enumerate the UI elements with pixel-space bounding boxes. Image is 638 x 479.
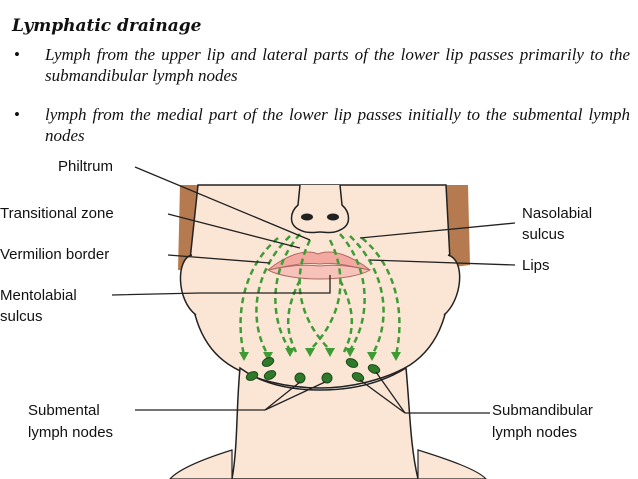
- label-vermilion-border: Vermilion border: [0, 246, 109, 263]
- submandibular-node-right-1: [345, 358, 359, 368]
- submandibular-node-left-1: [245, 371, 259, 381]
- nose: [290, 184, 350, 234]
- right-ear: [443, 254, 461, 316]
- right-nostril: [327, 213, 339, 221]
- bullet-1: • Lymph from the upper lip and lateral p…: [12, 44, 630, 86]
- bullet-1-text: Lymph from the upper lip and lateral par…: [45, 45, 630, 85]
- label-submandibular-line1: Submandibular: [492, 402, 593, 419]
- submental-node-1: [294, 372, 306, 384]
- lymph-drainage-arrows: [239, 233, 401, 356]
- label-transitional-zone: Transitional zone: [0, 205, 114, 222]
- bullet-dot-icon: •: [14, 45, 20, 64]
- label-submental-line2: lymph nodes: [28, 424, 113, 441]
- submandibular-node-left-3: [263, 370, 277, 380]
- lymph-nodes: [245, 357, 381, 384]
- shoulder-left: [169, 449, 233, 479]
- label-nasolabial-line1: Nasolabial: [522, 205, 592, 222]
- submental-node-2: [321, 372, 333, 384]
- bullet-2-text: lymph from the medial part of the lower …: [45, 105, 630, 145]
- leader-lines: [111, 166, 516, 414]
- label-mentolabial-line2: sulcus: [0, 308, 43, 325]
- arrow-heads: [239, 348, 401, 361]
- label-philtrum: Philtrum: [58, 158, 113, 175]
- label-submental-line1: Submental: [28, 402, 100, 419]
- left-nostril: [301, 213, 313, 221]
- submandibular-node-left-2: [261, 357, 275, 367]
- submandibular-node-right-2: [351, 372, 365, 382]
- label-mentolabial-line1: Mentolabial: [0, 287, 77, 304]
- label-nasolabial-line2: sulcus: [522, 226, 565, 243]
- label-submandibular-line2: lymph nodes: [492, 424, 577, 441]
- lower-lip: [266, 264, 372, 280]
- shoulder-right: [417, 449, 487, 479]
- bullet-2: • lymph from the medial part of the lowe…: [12, 104, 630, 146]
- heading: Lymphatic drainage: [12, 16, 202, 36]
- neck: [231, 366, 419, 479]
- lip-lymphatic-drainage-diagram: Philtrum Transitional zone Vermilion bor…: [0, 158, 593, 479]
- bullet-dot-icon: •: [14, 105, 20, 124]
- submandibular-node-right-3: [367, 364, 381, 374]
- label-lips: Lips: [522, 257, 550, 274]
